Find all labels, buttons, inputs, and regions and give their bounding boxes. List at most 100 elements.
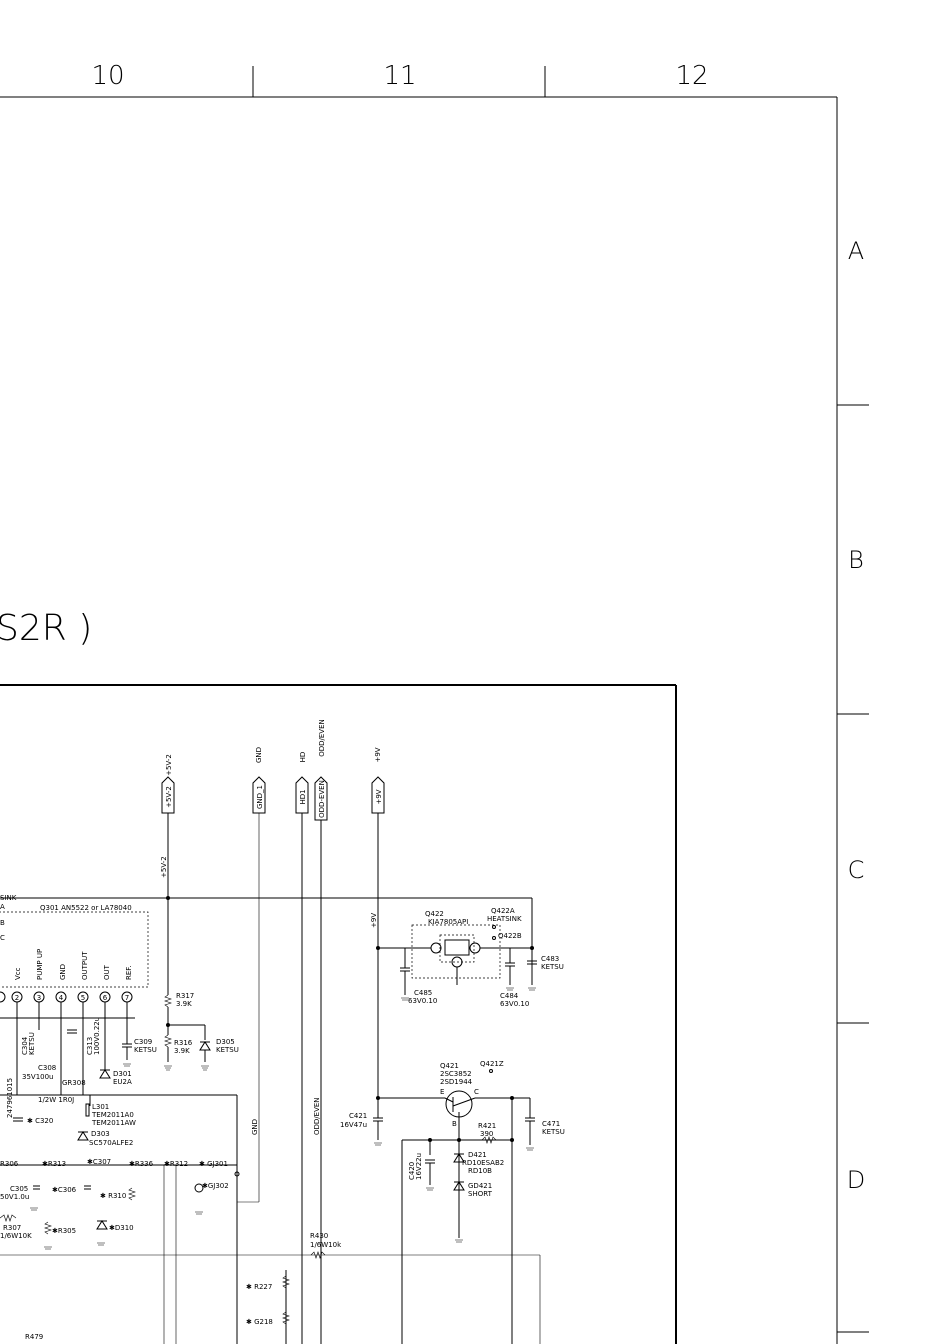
q422b-label: Q422B [498, 932, 522, 940]
q301-pin-2: 2 [15, 994, 19, 1002]
gj302-label: ✱GJ302 [202, 1182, 229, 1190]
d421-value-b: RD10B [468, 1167, 492, 1175]
c305-label: C305 [10, 1185, 28, 1193]
c420-label: C420 [408, 1162, 416, 1180]
d310-label: ✱D310 [109, 1224, 134, 1232]
row-label-c: C [848, 856, 865, 884]
gd421-value: SHORT [468, 1190, 493, 1198]
r430-value: 1/6W10k [310, 1241, 342, 1249]
q422-name: Q422 [425, 910, 444, 918]
c308-value: 35V100u [22, 1073, 54, 1081]
c471-value: KETSU [542, 1128, 565, 1136]
ground-symbols [30, 987, 536, 1250]
frame: 10 11 12 A B C D S2R ) [0, 61, 869, 1344]
q301-title: Q301 AN5522 or LA78040 [40, 904, 132, 912]
c421-value: 16V47u [340, 1121, 367, 1129]
q422a-label: Q422A [491, 907, 515, 915]
connector-net-9v: +9V [374, 747, 382, 762]
c309-value: KETSU [134, 1046, 157, 1054]
components-left: R317 3.9K R316 3.9K D305 KETSU C309 KETS… [0, 856, 342, 1341]
heatsink-label: HEATSINK [487, 915, 522, 923]
c471-label: C471 [542, 1120, 560, 1128]
q301-pin-name-2: Vcc [14, 967, 22, 980]
row-label-a: A [848, 237, 864, 265]
q301-pin-name-5: OUTPUT [81, 951, 89, 980]
c483-label: C483 [541, 955, 559, 963]
gnd-label: GND [251, 1119, 259, 1135]
q421-part2: 2SD1944 [440, 1078, 473, 1086]
ic-q422: +9V Q422 KIA7805API Q422A HEATSINK Q422B… [370, 907, 564, 1008]
c483-value: KETSU [541, 963, 564, 971]
part-247961015: 247961015 [6, 1078, 14, 1118]
q421-b: B [452, 1120, 457, 1128]
d305-value: KETSU [216, 1046, 239, 1054]
c485-label: C485 [414, 989, 432, 997]
q301-pin-name-6: OUT [103, 964, 111, 980]
q421z-label: Q421Z [480, 1060, 504, 1068]
c420-value: 16V22u [415, 1153, 423, 1180]
r316-label: R316 [174, 1039, 193, 1047]
connector-hd: HD HD1 [295, 752, 309, 814]
q421-part1: 2SC3852 [440, 1070, 472, 1078]
r305-label: ✱R305 [52, 1227, 76, 1235]
r313-label: ✱R313 [42, 1160, 66, 1168]
l301-label: L301 [92, 1103, 109, 1111]
gj301-label: ✱ GJ301 [199, 1160, 228, 1168]
connector-tag-9v: +9V [375, 789, 383, 804]
connector-net-5v2: +5V-2 [165, 754, 173, 776]
c304-value: KETSU [28, 1032, 36, 1055]
connector-tag-odd-even: ODD-EVEN [318, 780, 326, 818]
c308-label: C308 [38, 1064, 56, 1072]
c304-label: C304 [21, 1036, 29, 1055]
r421-value: 390 [480, 1130, 493, 1138]
q422-part: KIA7805API [428, 918, 468, 926]
resistor-1r0j: 1/2W 1R0J [38, 1096, 74, 1104]
net-5v2-label: +5V-2 [160, 856, 168, 878]
d301-value: EU2A [113, 1078, 132, 1086]
q301-heatsink: SINK [0, 894, 17, 902]
ic-q301: SINK A Q301 AN5522 or LA78040 B C Vcc PU… [0, 894, 149, 1095]
connector-gnd: GND GND_1 [252, 747, 266, 814]
c305-value: 50V1.0u [0, 1193, 29, 1201]
connector-net-odd-even: ODD/EVEN [318, 719, 326, 757]
c307-label: ✱C307 [87, 1158, 111, 1166]
wires [0, 813, 541, 1344]
connector-odd-even: ODD/EVEN ODD-EVEN [314, 719, 328, 821]
r430-label: R430 [310, 1232, 328, 1240]
r317-value: 3.9K [176, 1000, 192, 1008]
d303-label: D303 [91, 1130, 110, 1138]
row-label-b: B [848, 546, 864, 574]
q301-pin-3: 3 [37, 994, 41, 1002]
l301-value-a: TEM2011A0 [91, 1111, 134, 1119]
odd-even-label: ODD/EVEN [313, 1097, 321, 1135]
r336-label: ✱R336 [129, 1160, 154, 1168]
r316-value: 3.9K [174, 1047, 190, 1055]
q421-name: Q421 [440, 1062, 459, 1070]
q301-pin-name-4: GND [59, 964, 67, 980]
r310-label: ✱ R310 [100, 1192, 126, 1200]
column-label-10: 10 [91, 61, 124, 91]
q301-pin-5: 5 [81, 994, 85, 1002]
board-outline [0, 684, 677, 1344]
r307-value: 1/6W10K [0, 1232, 32, 1240]
d421-value-a: RD10ESAB2 [462, 1159, 504, 1167]
r306-label: R306 [0, 1160, 19, 1168]
connector-9v: +9V +9V [371, 747, 385, 814]
q301-heatsink-sub: A [0, 903, 5, 911]
net-9v-label: +9V [370, 913, 378, 928]
column-label-11: 11 [383, 61, 416, 91]
gr308-label: GR308 [62, 1079, 86, 1087]
gd421-label: GD421 [468, 1182, 492, 1190]
r317-label: R317 [176, 992, 194, 1000]
q301-letter-c: C [0, 934, 5, 942]
connector-net-gnd: GND [255, 747, 263, 763]
q301-pin-4: 4 [59, 994, 64, 1002]
q301-pin-name-7: REF. [125, 966, 133, 980]
c485-value: 63V0.10 [408, 997, 437, 1005]
title-fragment: S2R ) [0, 608, 92, 649]
q301-pin-name-3: PUMP UP [36, 949, 44, 980]
connector-tag-5v2: +5V-2 [165, 786, 173, 808]
transistor-q421: Q421 2SC3852 2SD1944 Q421Z E C B C421 16… [340, 1060, 565, 1198]
c309-label: C309 [134, 1038, 152, 1046]
connector-net-hd: HD [299, 752, 307, 763]
